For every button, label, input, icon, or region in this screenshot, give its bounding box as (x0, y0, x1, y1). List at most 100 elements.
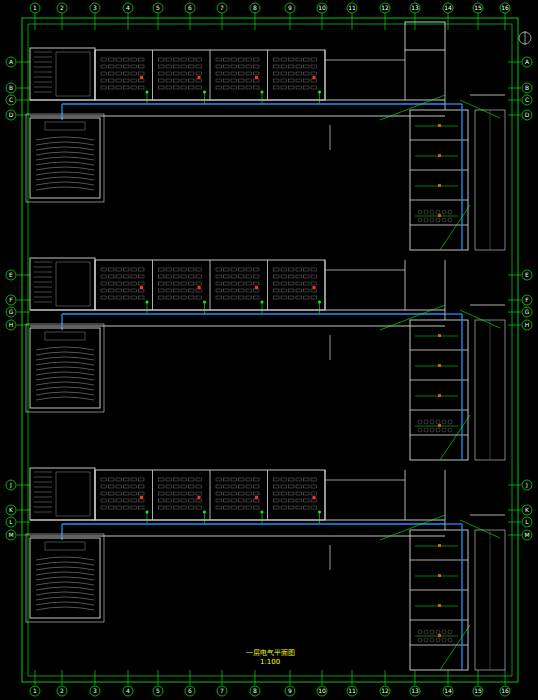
seat-row (36, 377, 94, 380)
stair-tread (34, 267, 52, 268)
north-arrow (519, 32, 531, 44)
desk (311, 72, 317, 75)
desk (196, 268, 202, 271)
axis-label: 11 (348, 5, 356, 11)
desk (239, 282, 245, 285)
desk (231, 478, 237, 481)
room-outline (56, 262, 90, 306)
axis-bubble (6, 57, 16, 67)
seat-row (36, 177, 94, 180)
axis-label: 12 (381, 5, 389, 11)
axis-label: K (525, 507, 529, 513)
room-outline (475, 320, 505, 460)
cable-tray (445, 313, 462, 314)
wire (415, 426, 458, 427)
fixture (418, 638, 422, 642)
wire (204, 92, 205, 104)
axis-tick (290, 13, 291, 30)
axis-label: 16 (501, 5, 509, 11)
desk (124, 86, 130, 89)
axis-bubble (6, 95, 16, 105)
desk (311, 289, 317, 292)
seat-row (36, 602, 94, 605)
axis-label: G (525, 309, 530, 315)
desk (254, 79, 260, 82)
desk (281, 289, 287, 292)
axis-bubble (285, 686, 295, 696)
desk (116, 282, 122, 285)
desk (231, 492, 237, 495)
fixture (448, 638, 452, 642)
desk (166, 492, 172, 495)
seat-row (36, 142, 94, 145)
wall-line (470, 305, 505, 306)
room-outline (95, 50, 325, 100)
axis-bubble (522, 83, 532, 93)
outlet-symbol (255, 286, 258, 289)
desk (281, 485, 287, 488)
desk (289, 492, 295, 495)
stair-tread (34, 77, 52, 78)
room-outline (410, 110, 468, 250)
wall-line (267, 470, 268, 520)
desk (239, 506, 245, 509)
desk (181, 492, 187, 495)
desk (174, 268, 180, 271)
desk (101, 268, 107, 271)
axis-tick (352, 13, 353, 30)
desk (296, 268, 302, 271)
fixture (442, 218, 446, 222)
desk (101, 79, 107, 82)
desk (274, 79, 280, 82)
wall-line (410, 435, 468, 436)
seat-row (36, 187, 94, 190)
desk (109, 79, 115, 82)
wire (415, 636, 458, 637)
wall-line (325, 470, 326, 520)
axis-tick (508, 510, 521, 511)
axis-tick (17, 535, 30, 536)
desk (304, 499, 310, 502)
fixture (442, 420, 446, 424)
desk (254, 65, 260, 68)
seat-row (36, 557, 94, 560)
axis-tick (158, 670, 159, 685)
desk (101, 492, 107, 495)
desk (224, 268, 230, 271)
desk (196, 79, 202, 82)
room-outline (56, 472, 90, 516)
wall-line (410, 410, 468, 411)
desk (174, 289, 180, 292)
outlet-symbol (438, 124, 441, 127)
axis-tick (128, 13, 129, 30)
axis-tick (508, 522, 521, 523)
desk (116, 289, 122, 292)
desk (311, 499, 317, 502)
desk (304, 72, 310, 75)
desk (254, 268, 260, 271)
desk (216, 268, 222, 271)
wall-line (410, 590, 468, 591)
desk (124, 296, 130, 299)
stair-tread (34, 287, 52, 288)
outlet-symbol (438, 394, 441, 397)
desk (131, 65, 137, 68)
desk (196, 492, 202, 495)
axis-tick (478, 670, 479, 685)
desk (139, 268, 145, 271)
wire (262, 92, 263, 104)
axis-label: 14 (444, 5, 452, 11)
desk (166, 296, 172, 299)
fixture (418, 218, 422, 222)
stair-tread (34, 292, 52, 293)
desk (304, 275, 310, 278)
wire (147, 302, 148, 314)
axis-tick (222, 13, 223, 30)
desk (131, 478, 137, 481)
axis-bubble (6, 320, 16, 330)
desk (189, 58, 195, 61)
axis-label: 3 (93, 688, 97, 694)
axis-label: J (526, 482, 528, 488)
floor-block (26, 258, 505, 460)
outlet-symbol (438, 424, 441, 427)
